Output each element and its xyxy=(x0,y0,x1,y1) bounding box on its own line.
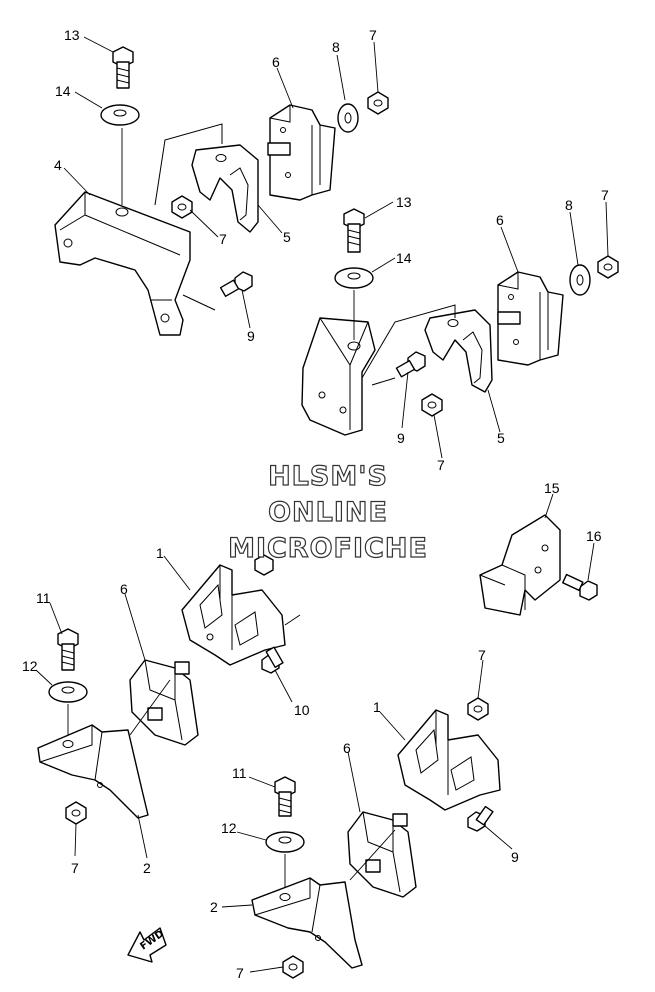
watermark: HLSM'S ONLINE MICROFICHE xyxy=(227,460,428,564)
nut-part-7-mid-left xyxy=(171,195,193,219)
middle-right-assembly xyxy=(301,208,619,436)
callout-5-left: 5 xyxy=(283,229,291,245)
callout-9-left: 9 xyxy=(247,328,255,344)
callout-13-mid: 13 xyxy=(396,194,412,210)
washer-part-8-right xyxy=(569,264,591,296)
callout-2-left: 2 xyxy=(143,860,151,876)
washer-part-8-top xyxy=(337,103,359,133)
callout-6-lower-left: 6 xyxy=(120,581,128,597)
callout-7-right: 7 xyxy=(601,187,609,203)
washer-part-14-mid xyxy=(334,267,374,289)
callout-8-top: 8 xyxy=(332,39,340,55)
callout-8-right: 8 xyxy=(565,197,573,213)
fwd-direction-arrow: FWD xyxy=(127,927,167,963)
bolt-part-10 xyxy=(261,646,284,674)
callout-5-right: 5 xyxy=(497,430,505,446)
callout-12-left: 12 xyxy=(22,658,38,674)
callout-7-bottom: 7 xyxy=(236,965,244,981)
bolt-part-16 xyxy=(562,573,598,601)
callout-labels: 13 14 6 8 7 4 7 5 9 13 14 6 8 7 9 5 7 15… xyxy=(22,27,609,981)
callout-14-top: 14 xyxy=(55,83,71,99)
callout-6-right: 6 xyxy=(496,212,504,228)
rubber-mount-part-6-top xyxy=(267,104,336,201)
damper-assembly-part-15 xyxy=(479,514,561,616)
rubber-mount-part-6-right xyxy=(497,271,564,366)
callout-11-left: 11 xyxy=(36,590,51,606)
callout-7-lower-right: 7 xyxy=(478,647,486,663)
callout-15: 15 xyxy=(544,480,560,496)
rubber-mount-part-6-lower-right xyxy=(347,811,417,898)
callout-9-lower-right: 9 xyxy=(511,849,519,865)
engine-block-bracket-mid xyxy=(301,317,376,436)
callout-7-mid: 7 xyxy=(437,457,445,473)
nut-part-7-mid xyxy=(421,393,443,417)
callout-10: 10 xyxy=(294,702,310,718)
bracket-part-1-left xyxy=(181,564,286,666)
bolt-part-11-right xyxy=(274,776,296,817)
mount-bracket-part-5-top xyxy=(191,144,259,233)
bolt-part-9-lower-right xyxy=(467,805,494,832)
callout-16: 16 xyxy=(586,528,602,544)
callout-11-right: 11 xyxy=(232,765,247,781)
callout-1-right: 1 xyxy=(373,699,381,715)
callout-12-right: 12 xyxy=(221,820,237,836)
bolt-part-11-left xyxy=(57,628,79,671)
callout-6-top: 6 xyxy=(272,54,280,70)
mount-part-2-right xyxy=(251,877,363,969)
mount-bracket-part-5-right xyxy=(424,309,493,393)
top-left-assembly xyxy=(54,46,389,336)
callout-14-mid: 14 xyxy=(396,250,412,266)
nut-part-7-upper-small xyxy=(254,554,274,576)
nut-part-7-top xyxy=(367,91,389,115)
watermark-line-1: HLSM'S xyxy=(268,461,388,492)
nut-part-7-bottom xyxy=(282,955,304,979)
bracket-part-4 xyxy=(54,191,191,336)
mount-part-2-left xyxy=(37,724,149,819)
bolt-part-13-mid xyxy=(343,208,365,253)
washer-part-12-right xyxy=(265,831,305,853)
watermark-line-3: MICROFICHE xyxy=(228,533,428,564)
callout-7-top: 7 xyxy=(369,27,377,43)
callout-13-top: 13 xyxy=(64,27,80,43)
nut-part-7-right xyxy=(597,255,619,279)
washer-part-12-left xyxy=(48,681,88,703)
lower-left-assembly xyxy=(37,554,301,825)
bracket-part-1-right xyxy=(397,709,501,811)
bolt-part-9-mid xyxy=(395,351,426,378)
bolt-part-9-left xyxy=(219,271,253,298)
nut-part-7-lower-left xyxy=(65,801,87,825)
callout-4: 4 xyxy=(54,157,62,173)
callout-7-lower-left: 7 xyxy=(71,860,79,876)
lower-right-assembly xyxy=(251,697,501,979)
washer-part-14-top xyxy=(100,104,140,126)
callout-7-mid-left: 7 xyxy=(219,231,227,247)
rubber-mount-part-6-lower-left xyxy=(129,659,199,746)
callout-6-lower-right: 6 xyxy=(343,740,351,756)
callout-2-right: 2 xyxy=(210,899,218,915)
callout-9-mid: 9 xyxy=(397,430,405,446)
watermark-line-2: ONLINE xyxy=(268,497,388,528)
leader-lines xyxy=(35,36,609,973)
bolt-part-13-top xyxy=(112,46,134,89)
callout-1-left: 1 xyxy=(156,545,164,561)
nut-part-7-lower-right xyxy=(467,697,489,721)
